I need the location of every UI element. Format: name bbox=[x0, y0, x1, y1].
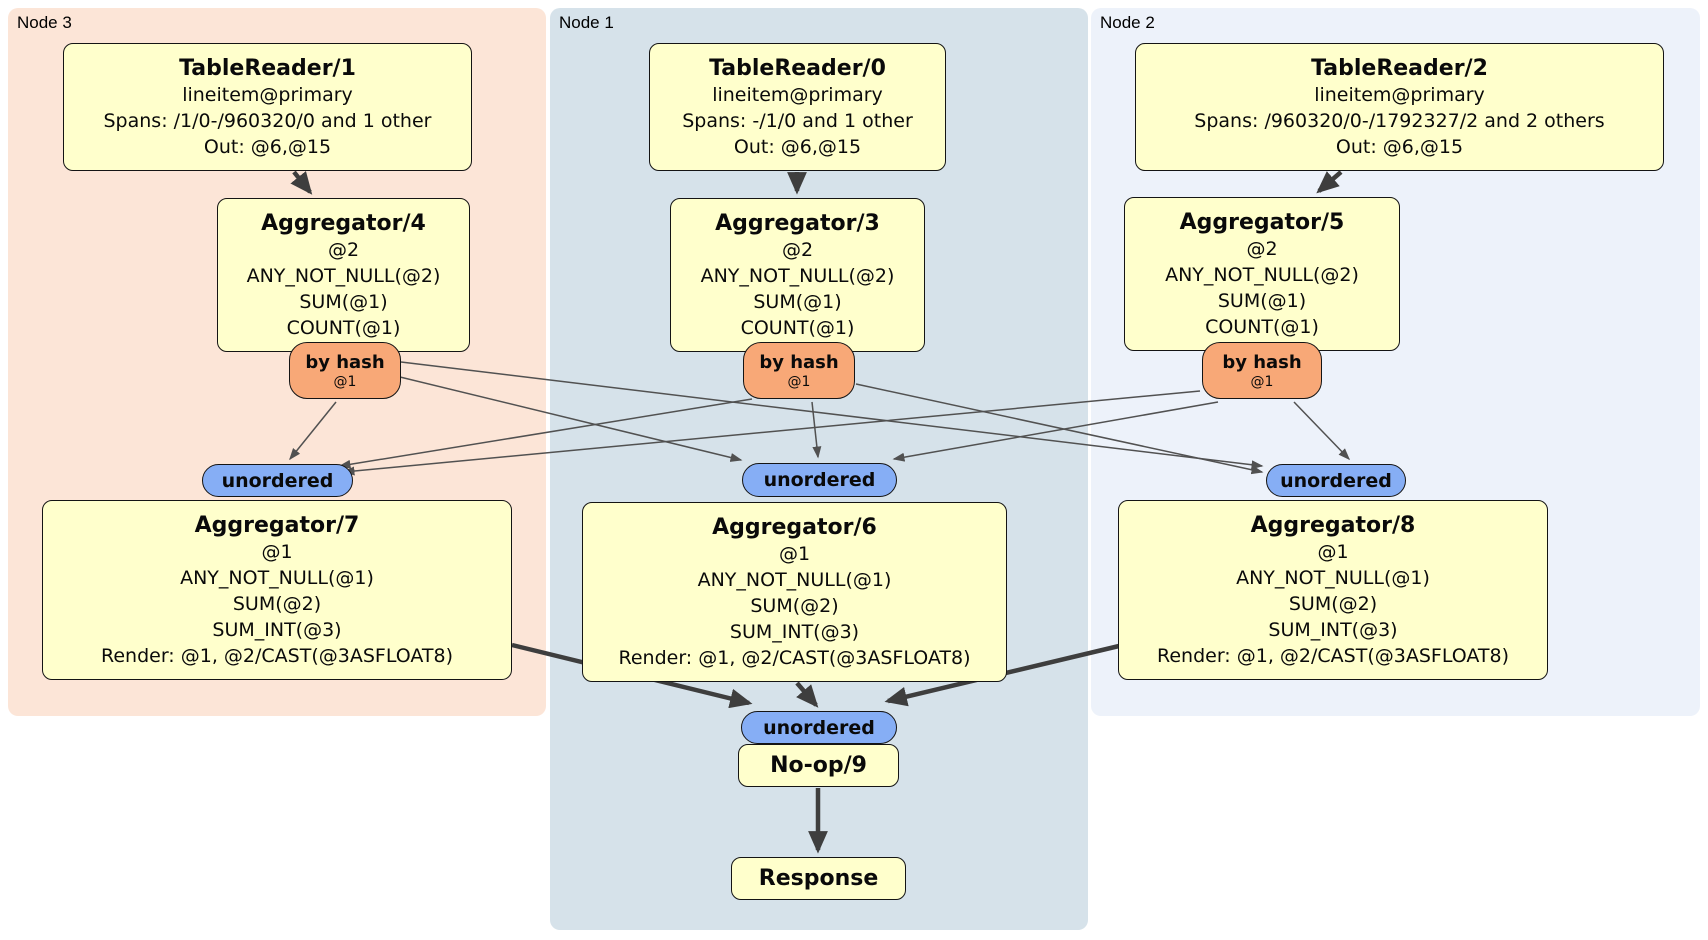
processor-line: SUM(@1) bbox=[299, 290, 388, 313]
processor-aggregator-4: Aggregator/4 @2 ANY_NOT_NULL(@2) SUM(@1)… bbox=[217, 198, 470, 352]
processor-line: SUM(@1) bbox=[1217, 289, 1307, 312]
processor-line: @2 bbox=[327, 238, 360, 261]
sync-unordered-node2: unordered bbox=[1266, 464, 1406, 497]
processor-line: Spans: /960320/0-/1792327/2 and 2 others bbox=[1194, 109, 1605, 132]
processor-title: TableReader/2 bbox=[1311, 55, 1488, 81]
processor-line: @1 bbox=[261, 540, 293, 563]
stream-edge bbox=[1293, 401, 1351, 461]
router-sublabel: @1 bbox=[787, 373, 811, 390]
processor-title: Aggregator/3 bbox=[715, 210, 880, 236]
processor-line: SUM_INT(@3) bbox=[212, 618, 342, 641]
stream-edge bbox=[892, 401, 1219, 462]
processor-line: @1 bbox=[1317, 540, 1349, 563]
processor-line: COUNT(@1) bbox=[740, 316, 855, 339]
processor-aggregator-7: Aggregator/7 @1 ANY_NOT_NULL(@1) SUM(@2)… bbox=[42, 500, 512, 680]
flow-edge bbox=[290, 170, 313, 195]
processor-line: ANY_NOT_NULL(@1) bbox=[697, 568, 892, 591]
processor-title: TableReader/1 bbox=[179, 55, 356, 81]
flow-edge bbox=[795, 681, 819, 708]
processor-line: COUNT(@1) bbox=[1205, 315, 1319, 338]
processor-line: SUM(@2) bbox=[750, 594, 839, 617]
processor-line: SUM(@1) bbox=[753, 290, 842, 313]
processor-line: ANY_NOT_NULL(@1) bbox=[180, 566, 374, 589]
processor-title: Aggregator/8 bbox=[1250, 512, 1416, 538]
processor-tablereader-2: TableReader/2 lineitem@primary Spans: /9… bbox=[1135, 43, 1664, 171]
processor-line: COUNT(@1) bbox=[286, 316, 401, 339]
router-sublabel: @1 bbox=[1250, 373, 1274, 390]
processor-aggregator-6: Aggregator/6 @1 ANY_NOT_NULL(@1) SUM(@2)… bbox=[582, 502, 1007, 682]
processor-aggregator-8: Aggregator/8 @1 ANY_NOT_NULL(@1) SUM(@2)… bbox=[1118, 500, 1548, 680]
processor-title: Response bbox=[758, 866, 879, 891]
processor-title: Aggregator/4 bbox=[261, 210, 426, 236]
processor-line: Out: @6,@15 bbox=[733, 135, 862, 158]
processor-response: Response bbox=[731, 857, 906, 900]
processor-tablereader-0: TableReader/0 lineitem@primary Spans: -/… bbox=[649, 43, 946, 171]
sync-unordered-node3: unordered bbox=[202, 464, 353, 497]
router-sublabel: @1 bbox=[333, 373, 357, 390]
router-by-hash-node3: by hash @1 bbox=[289, 342, 401, 399]
region-node3-label: Node 3 bbox=[17, 13, 72, 32]
stream-edge bbox=[399, 376, 743, 462]
processor-title: Aggregator/6 bbox=[712, 514, 877, 540]
stream-edge bbox=[811, 401, 822, 459]
processor-line: @2 bbox=[781, 238, 814, 261]
processor-aggregator-5: Aggregator/5 @2 ANY_NOT_NULL(@2) SUM(@1)… bbox=[1124, 197, 1400, 351]
processor-line: @1 bbox=[778, 542, 811, 565]
processor-line: SUM(@2) bbox=[1288, 592, 1378, 615]
router-by-hash-node2: by hash @1 bbox=[1202, 342, 1322, 399]
processor-line: @2 bbox=[1246, 237, 1278, 260]
processor-line: Spans: -/1/0 and 1 other bbox=[682, 109, 913, 132]
router-label: by hash bbox=[305, 351, 385, 373]
processor-title: Aggregator/5 bbox=[1179, 209, 1345, 235]
processor-line: Render: @1, @2/CAST(@3ASFLOAT8) bbox=[101, 644, 453, 667]
flow-edge bbox=[1316, 170, 1343, 194]
processor-aggregator-3: Aggregator/3 @2 ANY_NOT_NULL(@2) SUM(@1)… bbox=[670, 198, 925, 352]
router-label: by hash bbox=[759, 351, 839, 373]
processor-line: ANY_NOT_NULL(@2) bbox=[246, 264, 441, 287]
processor-line: lineitem@primary bbox=[712, 83, 883, 106]
processor-line: ANY_NOT_NULL(@2) bbox=[1165, 263, 1359, 286]
region-node2-label: Node 2 bbox=[1100, 13, 1155, 32]
processor-line: SUM_INT(@3) bbox=[1268, 618, 1398, 641]
processor-noop-9: No-op/9 bbox=[738, 744, 899, 787]
processor-line: ANY_NOT_NULL(@1) bbox=[1236, 566, 1430, 589]
processor-line: ANY_NOT_NULL(@2) bbox=[700, 264, 895, 287]
stream-edge bbox=[400, 361, 1264, 470]
stream-edge bbox=[855, 383, 1264, 475]
sync-unordered-node1: unordered bbox=[742, 463, 897, 497]
router-label: by hash bbox=[1222, 351, 1302, 373]
router-by-hash-node1: by hash @1 bbox=[743, 342, 855, 399]
processor-line: lineitem@primary bbox=[1314, 83, 1485, 106]
processor-line: Out: @6,@15 bbox=[203, 135, 332, 158]
processor-line: Render: @1, @2/CAST(@3ASFLOAT8) bbox=[1157, 644, 1509, 667]
sync-unordered-final: unordered bbox=[741, 711, 897, 744]
region-node1-label: Node 1 bbox=[559, 13, 614, 32]
processor-line: SUM_INT(@3) bbox=[729, 620, 860, 643]
processor-title: Aggregator/7 bbox=[194, 512, 360, 538]
stream-edge bbox=[342, 390, 1201, 476]
processor-line: lineitem@primary bbox=[182, 83, 353, 106]
processor-title: TableReader/0 bbox=[709, 55, 886, 81]
stream-edge bbox=[289, 401, 337, 461]
processor-tablereader-1: TableReader/1 lineitem@primary Spans: /1… bbox=[63, 43, 472, 171]
processor-line: SUM(@2) bbox=[232, 592, 322, 615]
stream-edge bbox=[338, 398, 753, 469]
processor-line: Spans: /1/0-/960320/0 and 1 other bbox=[103, 109, 432, 132]
processor-line: Render: @1, @2/CAST(@3ASFLOAT8) bbox=[618, 646, 971, 669]
processor-line: Out: @6,@15 bbox=[1335, 135, 1464, 158]
processor-title: No-op/9 bbox=[770, 753, 867, 778]
